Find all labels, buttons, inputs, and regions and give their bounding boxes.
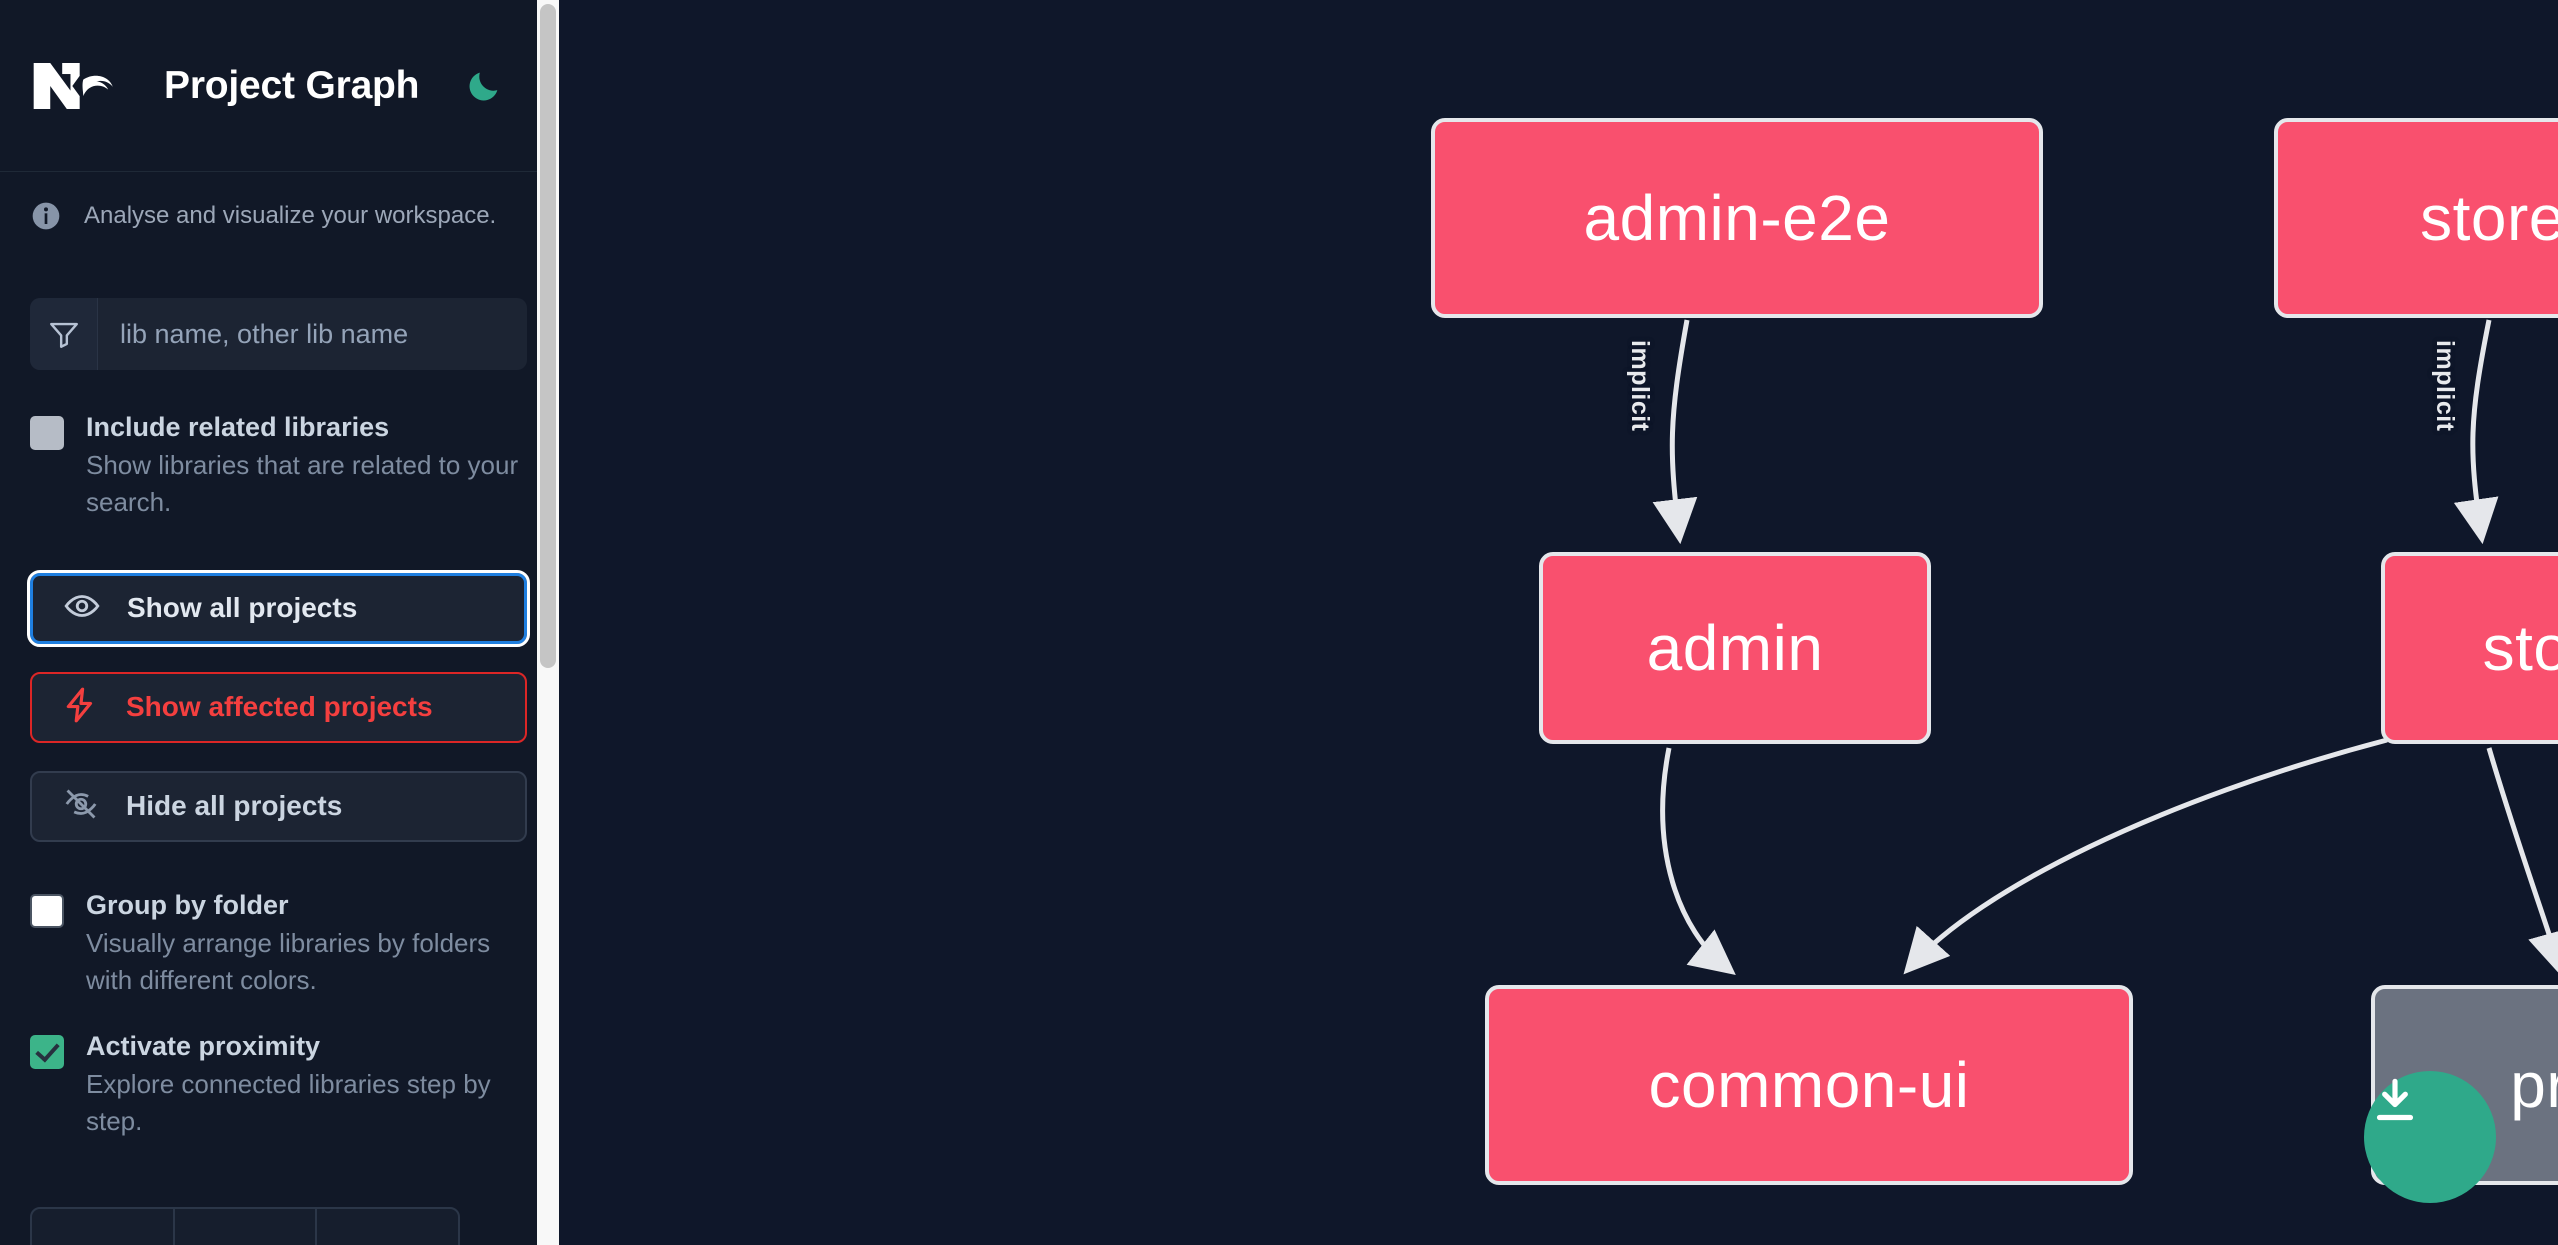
- option-label-include-related: Include related libraries: [86, 412, 390, 442]
- proximity-stepper-segment[interactable]: [175, 1209, 318, 1245]
- checkbox-wrap-group-by-folder: [30, 890, 74, 999]
- sidebar-scrollbar[interactable]: [537, 0, 559, 1245]
- option-label-activate-proximity: Activate proximity: [86, 1030, 321, 1061]
- option-include-related-libraries[interactable]: Include related libraries Show libraries…: [30, 412, 529, 521]
- sidebar-scrollbar-thumb[interactable]: [540, 4, 556, 668]
- lightning-icon: [62, 686, 100, 729]
- workspace-note-text: Analyse and visualize your workspace.: [84, 202, 497, 229]
- edge-label-implicit-admin: implicit: [1626, 340, 1654, 432]
- sidebar: Project Graph Analyse and visualize your…: [0, 0, 559, 1245]
- option-desc-group-by-folder: Visually arrange libraries by folders wi…: [86, 927, 491, 995]
- download-button[interactable]: [2364, 1071, 2496, 1203]
- graph-node-label: products: [2510, 1049, 2558, 1121]
- edge-admin-e2e-to-admin: [1652, 319, 1698, 545]
- hide-all-projects-label: Hide all projects: [126, 790, 343, 822]
- checkbox-group-by-folder[interactable]: [30, 893, 64, 928]
- option-text-group-by-folder: Group by folder Visually arrange librari…: [86, 890, 526, 999]
- proximity-stepper[interactable]: [30, 1207, 460, 1245]
- show-all-projects-button[interactable]: Show all projects: [27, 569, 530, 647]
- checkbox-wrap-include-related: [30, 412, 74, 521]
- option-group-by-folder[interactable]: Group by folder Visually arrange librari…: [30, 890, 529, 999]
- graph-node-common-ui[interactable]: common-ui: [1485, 985, 2133, 1185]
- page-title: Project Graph: [164, 63, 420, 107]
- option-text-activate-proximity: Activate proximity Explore connected lib…: [86, 1031, 526, 1140]
- edge-label-implicit-store: implicit: [2431, 340, 2459, 432]
- option-desc-include-related: Show libraries that are related to your …: [86, 450, 519, 517]
- graph-node-label: common-ui: [1648, 1049, 1970, 1121]
- edge-store-to-common-ui: [1903, 737, 2388, 975]
- edge-store-e2e-to-store: [2453, 319, 2499, 545]
- graph-node-label: store-e2e: [2420, 182, 2558, 254]
- show-affected-projects-button[interactable]: Show affected projects: [30, 671, 527, 743]
- info-icon: [30, 200, 62, 232]
- graph-node-label: admin-e2e: [1583, 182, 1891, 254]
- graph-node-admin[interactable]: admin: [1539, 552, 1931, 744]
- graph-node-store[interactable]: store: [2381, 552, 2558, 744]
- workspace-note: Analyse and visualize your workspace.: [0, 172, 559, 260]
- edge-admin-to-common-ui: [1660, 747, 1736, 975]
- option-activate-proximity[interactable]: Activate proximity Explore connected lib…: [30, 1031, 529, 1140]
- checkbox-activate-proximity[interactable]: [30, 1034, 64, 1069]
- proximity-stepper-segment[interactable]: [32, 1209, 175, 1245]
- nx-logo-icon: [30, 55, 122, 117]
- moon-icon[interactable]: [461, 63, 507, 109]
- show-affected-projects-label: Show affected projects: [126, 691, 433, 723]
- show-all-projects-label: Show all projects: [127, 592, 358, 624]
- search-row: [30, 298, 527, 370]
- graph-node-admin-e2e[interactable]: admin-e2e: [1431, 118, 2043, 318]
- edge-store-to-products: [2486, 747, 2558, 977]
- sidebar-header: Project Graph: [0, 0, 559, 172]
- search-input[interactable]: [98, 298, 527, 370]
- sidebar-body: Include related libraries Show libraries…: [0, 298, 559, 1140]
- graph-node-label: store: [2482, 612, 2558, 684]
- checkbox-wrap-activate-proximity: [30, 1031, 74, 1140]
- eye-off-icon: [62, 785, 100, 828]
- graph-edges: [1652, 319, 2558, 977]
- option-desc-activate-proximity: Explore connected libraries step by step…: [86, 1068, 491, 1136]
- eye-icon: [63, 587, 101, 630]
- option-label-group-by-folder: Group by folder: [86, 889, 289, 920]
- option-text-include-related: Include related libraries Show libraries…: [86, 412, 526, 521]
- checkbox-include-related-libraries[interactable]: [30, 416, 64, 450]
- proximity-stepper-segment[interactable]: [317, 1209, 458, 1245]
- filter-icon[interactable]: [30, 298, 98, 370]
- graph-node-label: admin: [1646, 612, 1824, 684]
- hide-all-projects-button[interactable]: Hide all projects: [30, 770, 527, 842]
- graph-canvas[interactable]: admin-e2e store-e2e admin store common-u…: [559, 0, 2558, 1245]
- graph-node-store-e2e[interactable]: store-e2e: [2274, 118, 2558, 318]
